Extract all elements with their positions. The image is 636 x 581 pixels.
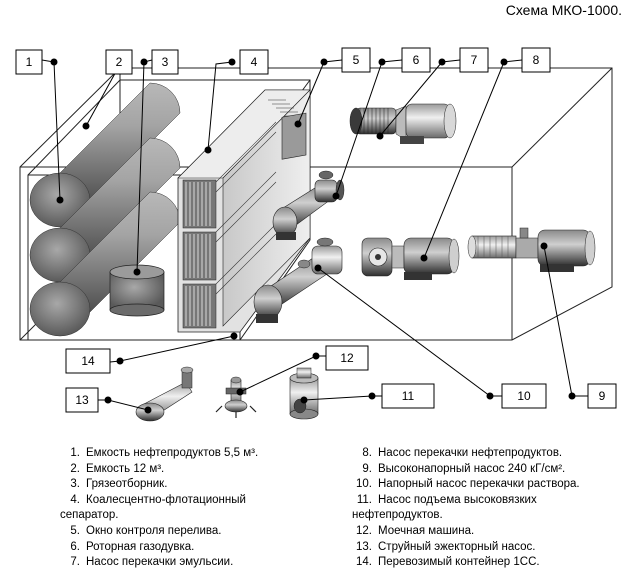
legend-item: 3. Грязеотборник. <box>60 477 310 493</box>
legend-item-number: 5. <box>70 524 80 537</box>
label-3: 3 <box>162 55 169 69</box>
legend-item-number: 11. <box>356 493 372 506</box>
legend-item-number: 6. <box>70 540 80 553</box>
legend-item-text: Грязеотборник. <box>86 478 168 491</box>
legend-item-text: Окно контроля перелива. <box>86 524 222 537</box>
legend-item: 1. Емкость нефтепродуктов 5,5 м³. <box>60 446 310 462</box>
legend-item-number: 3. <box>70 478 80 491</box>
label-12: 12 <box>340 351 354 365</box>
legend-item-number: 9. <box>362 462 372 475</box>
legend-item-text: Струйный эжекторный насос. <box>378 540 536 553</box>
legend-item-text: Насос перекачки эмульсии. <box>86 556 234 569</box>
legend-right: 8. Насос перекачки нефтепродуктов. 9. Высок… <box>352 446 632 571</box>
legend-item-number: 12. <box>356 524 372 537</box>
label-13: 13 <box>75 393 89 407</box>
viscous-oil-pump <box>289 367 319 420</box>
label-1: 1 <box>26 55 33 69</box>
legend-item-text: Высоконапорный насос 240 кГ/см². <box>378 462 566 475</box>
legend-item-text: Напорный насос перекачки раствора. <box>378 478 580 491</box>
legend-item: 13. Струйный эжекторный насос. <box>352 540 632 556</box>
legend-item: сепаратор. <box>60 508 310 524</box>
legend-item-text: сепаратор. <box>60 509 119 522</box>
legend-item: 5. Окно контроля перелива. <box>60 524 310 540</box>
legend-item: 11. Насос подъема высоковязких <box>352 493 632 509</box>
legend-item: 8. Насос перекачки нефтепродуктов. <box>352 446 632 462</box>
legend-item-text: Коалесцентно-флотационный <box>86 493 246 506</box>
scheme-title: Схема МКО-1000. <box>505 2 622 18</box>
label-6: 6 <box>413 53 420 67</box>
legend-item-number: 2. <box>70 462 80 475</box>
high-pressure-pump <box>467 227 596 272</box>
callout-labels: 1 2 3 4 5 6 7 8 9 10 11 12 13 14 <box>26 53 606 407</box>
legend-item-number: 13. <box>356 540 372 553</box>
legend-item-number: 7. <box>70 556 80 569</box>
legend-item-text: Роторная газодувка. <box>86 540 195 553</box>
legend-item-text: Емкость 12 м³. <box>86 462 165 475</box>
rotary-blower <box>349 103 457 144</box>
legend-item: 7. Насос перекачки эмульсии. <box>60 555 310 571</box>
washing-machine <box>215 376 257 418</box>
legend-item-text: Насос перекачки нефтепродуктов. <box>378 447 563 459</box>
legend-item: 10. Напорный насос перекачки раствора. <box>352 477 632 493</box>
legend-item: 2. Емкость 12 м³. <box>60 462 310 478</box>
legend-item-text: нефтепродуктов. <box>352 509 443 522</box>
oil-products-pump <box>361 237 460 280</box>
coalescent-flotation-separator <box>177 89 311 333</box>
legend-left: 1. Емкость нефтепродуктов 5,5 м³. 2. Емкост… <box>60 446 310 571</box>
legend-item-text: Перевозимый контейнер 1СС. <box>378 556 540 569</box>
legend-item-number: 1. <box>70 447 80 459</box>
legend-item: нефтепродуктов. <box>352 508 632 524</box>
callout-boxes <box>15 47 617 413</box>
legend-item-number: 4. <box>70 493 80 506</box>
legend-item-text: Насос подъема высоковязких <box>378 493 537 506</box>
emulsion-pump <box>272 170 345 240</box>
legend-item-text: Емкость нефтепродуктов 5,5 м³. <box>86 447 259 459</box>
legend-item: 9. Высоконапорный насос 240 кГ/см². <box>352 462 632 478</box>
jet-ejector-pump <box>135 366 194 422</box>
legend-item-number: 10. <box>356 478 372 491</box>
label-7: 7 <box>471 53 478 67</box>
label-11: 11 <box>402 389 415 403</box>
legend-item: 6. Роторная газодувка. <box>60 540 310 556</box>
tank-5-5m3-cylinders <box>29 82 181 337</box>
legend-item-text: Моечная машина. <box>378 524 475 537</box>
legend-item: 12. Моечная машина. <box>352 524 632 540</box>
legend-item-number: 14. <box>356 556 372 569</box>
label-10: 10 <box>517 389 531 403</box>
label-9: 9 <box>599 389 606 403</box>
legend-item: 4. Коалесцентно-флотационный <box>60 493 310 509</box>
label-8: 8 <box>533 53 540 67</box>
label-5: 5 <box>353 53 360 67</box>
solution-pressure-pump <box>253 237 343 323</box>
label-14: 14 <box>81 354 95 368</box>
legend-item-number: 8. <box>362 447 372 459</box>
overflow-window <box>281 112 307 160</box>
legend-item: 14. Перевозимый контейнер 1СС. <box>352 555 632 571</box>
label-2: 2 <box>116 55 123 69</box>
leader-dots <box>50 58 576 414</box>
label-4: 4 <box>251 55 258 69</box>
